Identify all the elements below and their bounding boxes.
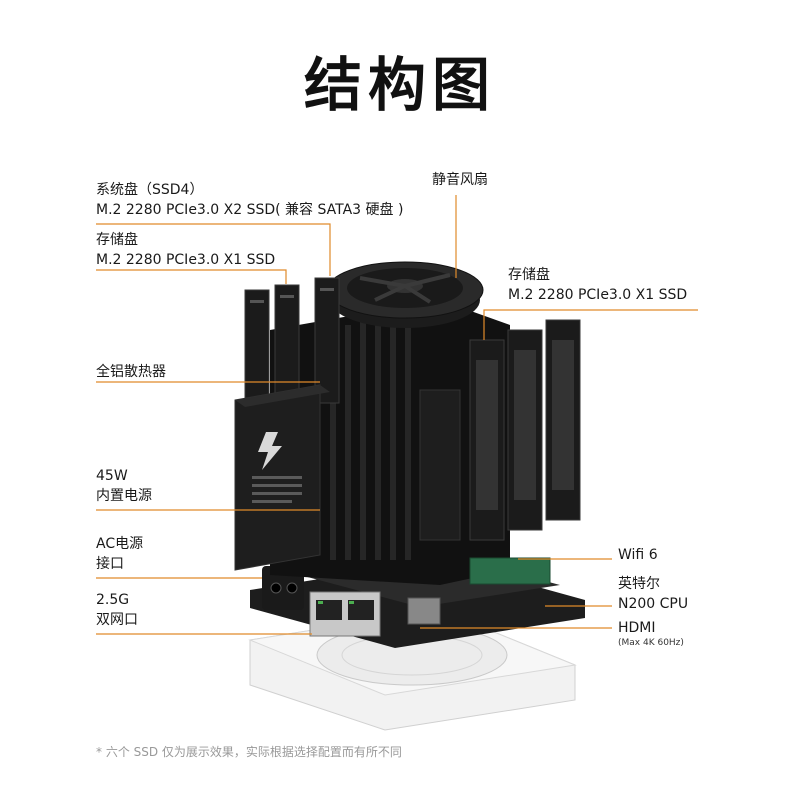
label-fan-title: 静音风扇 (432, 172, 488, 188)
label-hdmi-title: HDMI (618, 620, 656, 636)
ssd-right-group (469, 319, 581, 541)
label-psu: 45W 内置电源 (96, 466, 152, 506)
page-title: 结构图 (303, 51, 496, 119)
label-storage-right: 存储盘 M.2 2280 PCIe3.0 X1 SSD (508, 265, 687, 305)
label-ac-port: AC电源 接口 (96, 534, 143, 574)
label-heatsink-title: 全铝散热器 (96, 364, 166, 380)
label-cpu-brand: 英特尔 (618, 576, 660, 592)
ac-port (262, 566, 304, 610)
label-ac-port-line2: 接口 (96, 556, 124, 572)
label-storage-left-title: 存储盘 (96, 232, 138, 248)
label-psu-title: 内置电源 (96, 488, 152, 504)
label-system-ssd-spec: M.2 2280 PCIe3.0 X2 SSD( 兼容 SATA3 硬盘 ) (96, 202, 404, 218)
label-fan: 静音风扇 (432, 170, 488, 190)
label-wifi: Wifi 6 (618, 545, 658, 565)
label-cpu-model: N200 CPU (618, 596, 689, 612)
label-system-ssd: 系统盘（SSD4） M.2 2280 PCIe3.0 X2 SSD( 兼容 SA… (96, 180, 403, 220)
label-wifi-title: Wifi 6 (618, 547, 658, 563)
label-lan-speed: 2.5G (96, 592, 130, 608)
label-storage-left: 存储盘 M.2 2280 PCIe3.0 X1 SSD (96, 230, 275, 270)
wifi-card (469, 557, 551, 585)
callout-lines (96, 195, 698, 635)
label-hdmi-spec: (Max 4K 60Hz) (618, 638, 684, 648)
label-system-ssd-title: 系统盘（SSD4） (96, 182, 204, 198)
footnote: * 六个 SSD 仅为展示效果，实际根据选择配置而有所不同 (96, 745, 402, 759)
fan (326, 261, 484, 328)
label-psu-watt: 45W (96, 468, 128, 484)
label-storage-left-spec: M.2 2280 PCIe3.0 X1 SSD (96, 252, 276, 268)
label-storage-right-spec: M.2 2280 PCIe3.0 X1 SSD (508, 287, 688, 303)
power-supply (234, 384, 330, 571)
label-heatsink: 全铝散热器 (96, 362, 166, 382)
label-hdmi: HDMI (Max 4K 60Hz) (618, 618, 684, 649)
label-lan-title: 双网口 (96, 612, 138, 628)
label-cpu: 英特尔 N200 CPU (618, 574, 688, 614)
label-ac-port-line1: AC电源 (96, 536, 144, 552)
label-storage-right-title: 存储盘 (508, 267, 550, 283)
label-lan: 2.5G 双网口 (96, 590, 138, 630)
lan-ports (309, 591, 381, 637)
